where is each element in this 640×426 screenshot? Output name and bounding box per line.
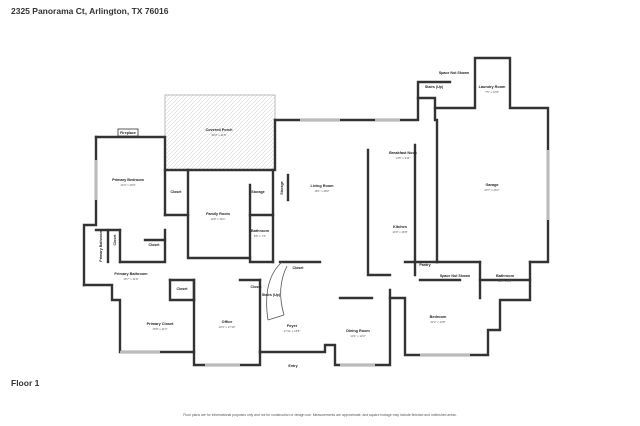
- label-primary-bath-small: Primary Bathroom: [99, 230, 103, 261]
- dims-dining-room: 13'1" x 12'0": [350, 334, 365, 338]
- dims-foyer: 17'11" x 16'5": [284, 329, 301, 333]
- label-living-room: Living Room: [311, 184, 335, 188]
- interior-walls: [94, 118, 532, 354]
- dims-family-room: 12'8" x 16'1": [210, 217, 225, 221]
- label-closet-a: Closet: [171, 190, 183, 194]
- label-fireplace: Fireplace: [120, 131, 136, 135]
- curved-staircase: [266, 261, 288, 321]
- dims-garage: 23'7" x 26'1": [484, 188, 499, 192]
- label-storage-b: Storage: [280, 181, 284, 194]
- dims-primary-closet: 15'8" x 11'3": [152, 327, 167, 331]
- exterior-walls: [82, 56, 550, 367]
- label-primary-bathroom: Primary Bathroom: [114, 272, 148, 276]
- label-laundry-room: Laundry Room: [479, 85, 506, 89]
- label-office: Office: [222, 320, 233, 324]
- room-labels: Fireplace Covered Porch 30'3" x 11'5" Pr…: [99, 71, 515, 368]
- label-pantry: Pantry: [419, 263, 430, 267]
- dims-living-room: 18'1" x 28'2": [314, 189, 329, 193]
- label-closet-e: Closet: [293, 266, 305, 270]
- label-garage: Garage: [485, 183, 498, 187]
- label-closet-f: Closet: [251, 285, 263, 289]
- dims-breakfast-nook: 14'5" x 9'11": [395, 156, 410, 160]
- windows: [94, 118, 550, 367]
- dims-primary-bedroom: 14'3" x 19'0": [120, 183, 135, 187]
- label-space-not-shown-top: Space Not Shown: [439, 71, 469, 75]
- label-stairs-up-top: Stairs (Up): [425, 85, 444, 89]
- label-bathroom-b: Bathroom: [496, 274, 515, 278]
- dims-primary-bathroom: 16'7" x 11'8": [123, 277, 138, 281]
- label-covered-porch: Covered Porch: [205, 128, 233, 132]
- label-closet-b: Closet: [113, 234, 117, 246]
- label-kitchen: Kitchen: [393, 225, 408, 229]
- label-foyer: Foyer: [287, 324, 298, 328]
- label-dining-room: Dining Room: [346, 329, 370, 333]
- label-closet-d: Closet: [177, 287, 189, 291]
- dims-laundry-room: 7'5" x 12'8": [485, 90, 499, 94]
- label-closet-c: Closet: [149, 243, 161, 247]
- label-stairs-up-mid: Stairs (Up): [262, 293, 281, 297]
- label-storage-a: Storage: [251, 190, 264, 194]
- dims-bathroom-a: 8'6" x 7'4": [254, 234, 266, 238]
- floor-label: Floor 1: [11, 378, 40, 388]
- dims-kitchen: 14'0" x 16'8": [392, 230, 407, 234]
- label-primary-closet: Primary Closet: [147, 322, 175, 326]
- label-bedroom: Bedroom: [430, 315, 447, 319]
- label-primary-bedroom: Primary Bedroom: [112, 178, 144, 182]
- label-breakfast-nook: Breakfast Nook: [389, 151, 418, 155]
- label-family-room: Family Room: [206, 212, 230, 216]
- dims-covered-porch: 30'3" x 11'5": [211, 133, 226, 137]
- label-entry: Entry: [288, 364, 297, 368]
- dims-bedroom: 22'2" x 13'8": [430, 320, 445, 324]
- label-space-not-shown-mid: Space Not Shown: [440, 274, 470, 278]
- label-bathroom-a: Bathroom: [251, 229, 270, 233]
- property-address: 2325 Panorama Ct, Arlington, TX 76016: [11, 6, 169, 16]
- dims-office: 12'6" x 17'10": [219, 325, 236, 329]
- dims-bathroom-b: 10'4" x 8'3": [498, 279, 512, 283]
- fireplace-symbol: [117, 128, 139, 137]
- disclaimer-text: Floor plans are for informational purpos…: [183, 413, 457, 417]
- covered-porch-area: [164, 94, 276, 171]
